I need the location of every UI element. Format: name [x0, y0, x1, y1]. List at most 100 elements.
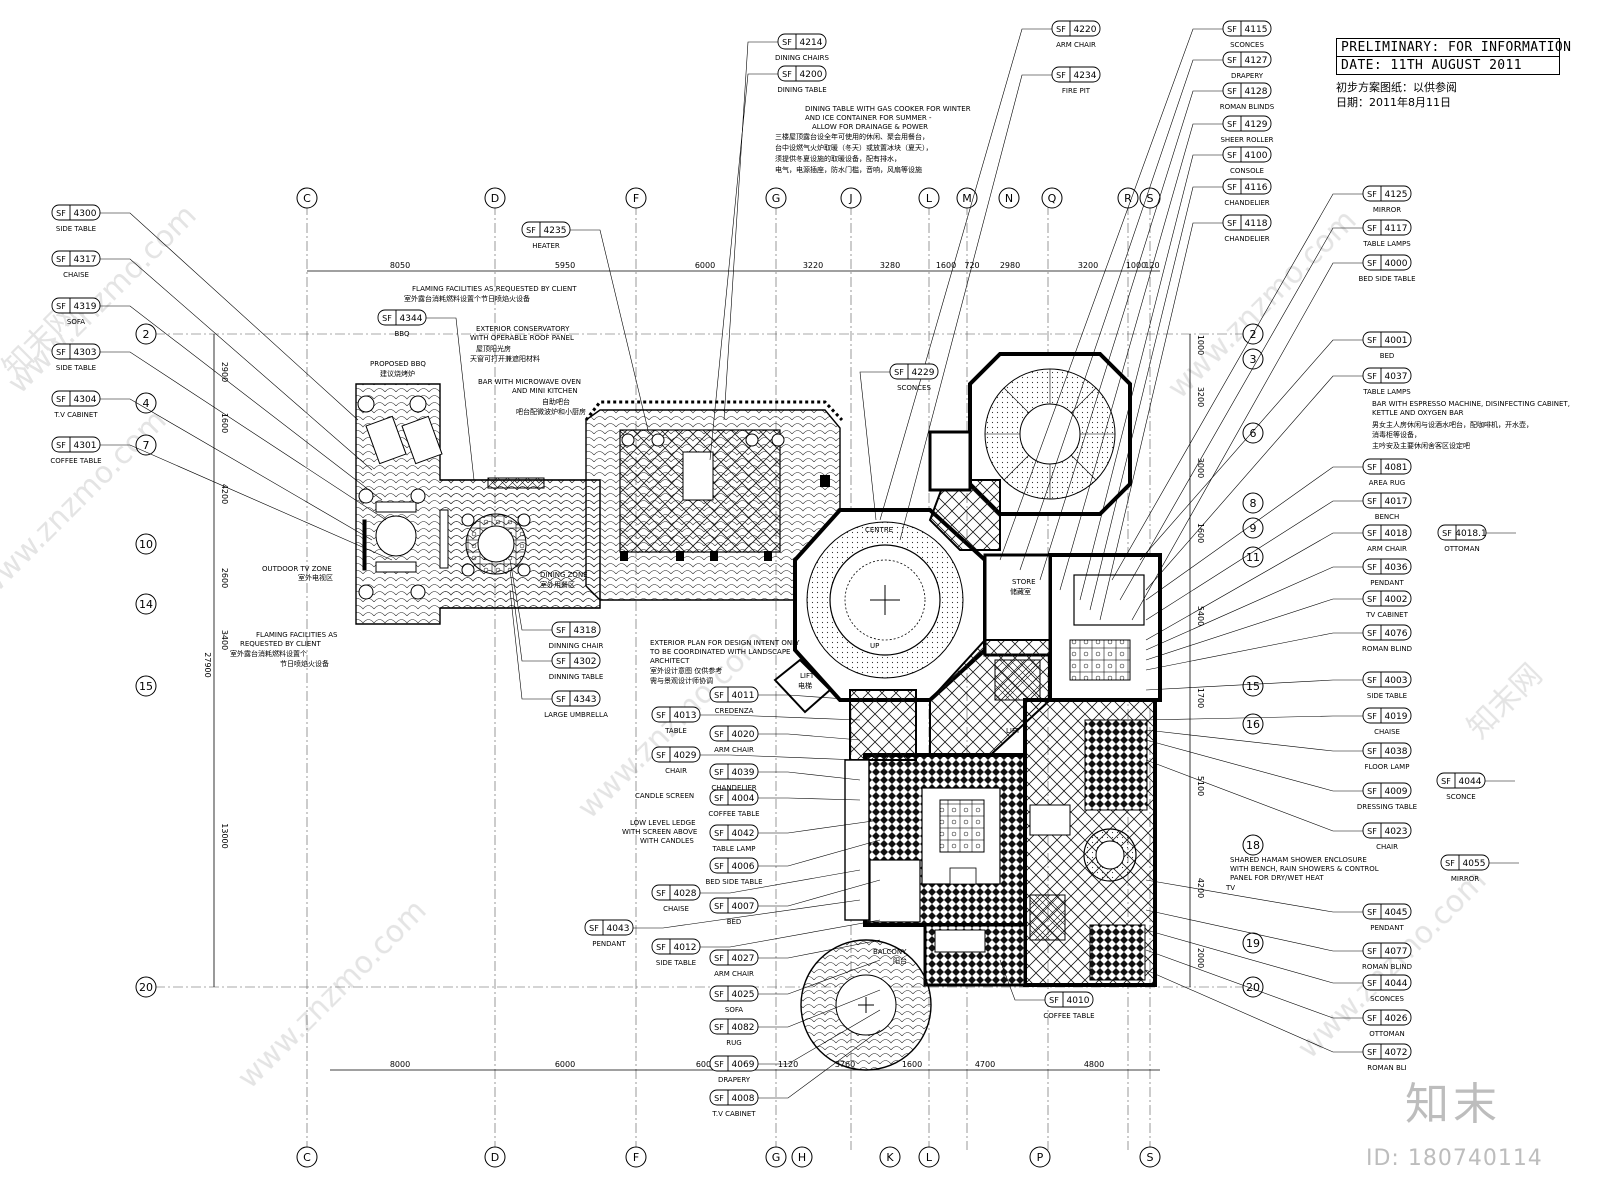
svg-text:6: 6	[1250, 427, 1257, 440]
leader-line	[1089, 186, 1223, 611]
title-status-cn: 初步方案图纸：以供参阅	[1336, 81, 1457, 94]
tag-label: BENCH	[1375, 513, 1400, 521]
leader-line	[1039, 90, 1223, 581]
leader-line	[1019, 59, 1223, 571]
leader-line	[1145, 715, 1363, 721]
svg-text:3000: 3000	[1196, 458, 1205, 478]
watermark-text: www.znzmo.com	[1161, 203, 1364, 406]
svg-text:N: N	[1005, 192, 1013, 205]
tag-code: 4043	[607, 924, 630, 934]
grid-bubble: G	[765, 187, 787, 209]
svg-text:室外设计意图 仅供参考: 室外设计意图 仅供参考	[650, 666, 722, 675]
svg-text:OUTDOOR TV ZONE: OUTDOOR TV ZONE	[262, 565, 332, 573]
watermark-logo: 知末	[1405, 1079, 1501, 1130]
tag-prefix: SF	[1367, 463, 1377, 472]
svg-text:4200: 4200	[220, 484, 229, 504]
tag-code: 4235	[544, 226, 567, 236]
svg-text:建议烧烤炉: 建议烧烤炉	[380, 369, 415, 378]
svg-text:4800: 4800	[1084, 1060, 1104, 1069]
tag-code: 4004	[732, 794, 755, 804]
grid-bubble: M	[956, 187, 978, 209]
leader-line	[758, 771, 861, 781]
tag-prefix: SF	[782, 70, 792, 79]
svg-text:13000: 13000	[220, 823, 229, 848]
svg-text:L: L	[926, 1151, 933, 1164]
tag-prefix: SF	[714, 794, 724, 803]
tag-code: 4055	[1463, 859, 1486, 869]
tag-label: ARM CHAIR	[1056, 41, 1096, 49]
tag-label: ARM CHAIR	[1367, 545, 1407, 553]
tag-label: COFFEE TABLE	[1043, 1012, 1094, 1020]
svg-text:ARCHITECT: ARCHITECT	[650, 657, 690, 665]
tag-code: 4127	[1245, 56, 1268, 66]
grid-bubble: 19	[1242, 932, 1264, 954]
svg-text:DINING ZONE: DINING ZONE	[540, 571, 588, 579]
svg-text:2980: 2980	[1000, 261, 1020, 270]
grid-bubble: 4	[135, 392, 157, 414]
svg-text:8000: 8000	[390, 1060, 410, 1069]
leader-line	[509, 589, 552, 700]
tag-prefix: SF	[56, 209, 66, 218]
leader-line	[509, 569, 552, 662]
tag-prefix: SF	[1227, 25, 1237, 34]
svg-text:须提供冬夏设施的取暖设备，配有排水，: 须提供冬夏设施的取暖设备，配有排水，	[775, 154, 901, 163]
svg-text:1600: 1600	[936, 261, 956, 270]
svg-text:4200: 4200	[1196, 878, 1205, 898]
tag-code: 4003	[1385, 676, 1408, 686]
tag-label: AREA RUG	[1369, 479, 1406, 487]
tag-code: 4118	[1245, 219, 1268, 229]
leader-line	[1145, 375, 1363, 591]
svg-text:6000: 6000	[695, 261, 715, 270]
leader-line	[1099, 222, 1223, 621]
leader-line	[1145, 949, 1363, 1019]
grid-bubble: 14	[135, 593, 157, 615]
svg-text:6000: 6000	[555, 1060, 575, 1069]
svg-text:8050: 8050	[390, 261, 410, 270]
svg-text:18: 18	[1246, 839, 1260, 852]
tag-label: SCONCES	[897, 384, 931, 392]
svg-text:2600: 2600	[220, 568, 229, 588]
tag-label: ARM CHAIR	[714, 970, 754, 978]
watermark-text: www.znzmo.com	[0, 403, 174, 606]
svg-text:2900: 2900	[220, 362, 229, 382]
leader-line	[1145, 969, 1363, 1053]
tag-code: 4200	[800, 70, 823, 80]
leader-line	[758, 1029, 881, 1099]
tag-label: CHAIR	[1376, 843, 1398, 851]
tag-prefix: SF	[656, 889, 666, 898]
tag-label: CONSOLE	[1230, 167, 1264, 175]
tag-prefix: SF	[656, 711, 666, 720]
grid-bubble: D	[484, 187, 506, 209]
svg-text:1600: 1600	[902, 1060, 922, 1069]
grid-bubbles-right: 2 3 6 8 9 11 15 16 18 19 20	[1242, 323, 1264, 998]
leader-line	[859, 371, 890, 521]
tag-code: 4027	[732, 954, 755, 964]
svg-text:4700: 4700	[975, 1060, 995, 1069]
tag-prefix: SF	[714, 829, 724, 838]
tag-label: COFFEE TABLE	[708, 810, 759, 818]
svg-text:BAR WITH ESPRESSO MACHINE, DIS: BAR WITH ESPRESSO MACHINE, DISINFECTING …	[1372, 400, 1570, 408]
annotations: DINING TABLE WITH GAS COOKER FOR WINTER …	[230, 105, 1570, 965]
svg-text:3: 3	[1250, 353, 1257, 366]
svg-text:阳台: 阳台	[893, 956, 907, 965]
leader-line	[1145, 532, 1363, 641]
leader-line	[633, 899, 861, 929]
tag-label: BED	[1380, 352, 1395, 360]
tag-code: 4039	[732, 768, 755, 778]
tag-prefix: SF	[714, 902, 724, 911]
svg-text:F: F	[633, 1151, 639, 1164]
